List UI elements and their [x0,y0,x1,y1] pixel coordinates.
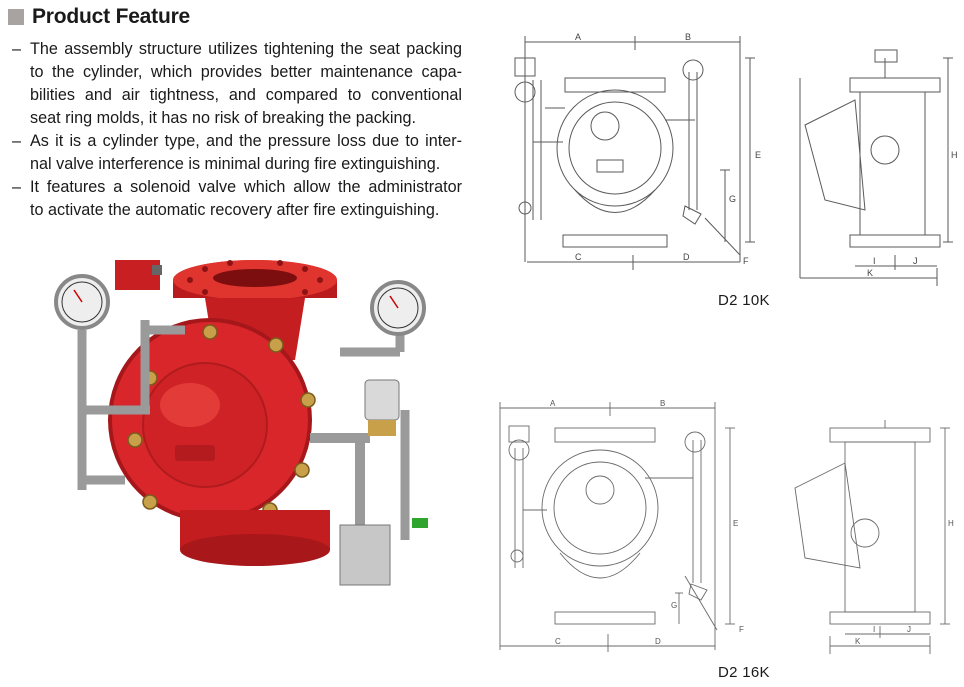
dim-label-a: A [550,399,556,408]
feature-line: seat ring molds, it has no risk of break… [30,109,417,127]
drawing-caption-10k: D2 10K [718,292,770,309]
dim-label-g: G [729,194,736,204]
feature-item: – The assembly structure utilizes tighte… [12,38,462,130]
feature-line: bilities and air tightness, and compared… [30,86,462,104]
feature-item: – As it is a cylinder type, and the pres… [12,130,462,176]
dim-label-f: F [739,625,744,634]
header-marker [8,9,24,25]
dim-label-c: C [575,252,582,262]
dim-label-d: D [655,637,661,646]
dim-label-a: A [575,32,581,42]
dim-label-e: E [755,150,761,160]
dim-label-h: H [948,519,954,528]
dim-label-d: D [683,252,690,262]
feature-dash: – [12,40,22,58]
dim-label-b: B [685,32,691,42]
section-header: Product Feature [8,4,190,30]
dim-label-f: F [743,256,749,266]
dim-label-e: E [733,519,738,528]
dim-label-k: K [867,268,873,278]
dim-label-i: I [873,625,875,634]
feature-line: As it is a cylinder type, and the pressu… [30,132,462,150]
feature-line: The assembly structure utilizes tighteni… [30,40,462,58]
valve-product-photo [54,260,428,586]
feature-dash: – [12,132,22,150]
dim-label-g: G [671,601,677,610]
feature-line: to the cylinder, which provides better m… [30,63,462,81]
dim-label-j: J [913,256,918,266]
dim-label-c: C [555,637,561,646]
dim-label-h: H [951,150,958,160]
feature-list: – The assembly structure utilizes tighte… [12,38,462,222]
dimension-drawing-10k: A B C D E F G H I J K [514,32,958,286]
dim-label-b: B [660,399,665,408]
dim-label-k: K [855,637,861,646]
feature-item: – It features a solenoid valve which all… [12,176,462,222]
page-title: Product Feature [32,5,191,28]
dim-label-j: J [907,625,911,634]
feature-line: nal valve interference is minimal during… [30,155,441,173]
feature-dash: – [12,178,22,196]
feature-line: It features a solenoid valve which allow… [30,178,462,196]
dimension-drawing-16k: A B C D E F G H I J K [499,399,954,654]
dim-label-i: I [873,256,876,266]
feature-line: to activate the automatic recovery after… [30,201,440,219]
drawing-caption-16k: D2 16K [718,664,770,681]
